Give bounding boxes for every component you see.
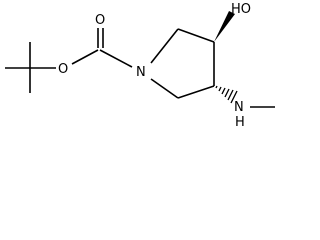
bond-ring-c5-n (150, 78, 179, 99)
atom-label-h-amine: H (235, 115, 245, 129)
atom-label-o-ester: O (58, 62, 68, 77)
wedge-bond-c3-oh (214, 11, 235, 42)
atom-label-n-amine: N (234, 100, 244, 115)
atom-label-ho: HO (231, 2, 251, 17)
atom-label-n-ring: N (136, 65, 146, 80)
bond-ring-c4-c5 (177, 85, 215, 99)
molecule-structure: HO N O O N H (5, 2, 275, 129)
atom-label-o-carbonyl: O (95, 13, 105, 28)
hashed-wedge-bond-c4-nh (215, 85, 238, 104)
bond-ring-c2-c3 (177, 28, 215, 43)
bond-carbonyl-n-ring (99, 49, 133, 68)
bond-o-ester-carbonyl (71, 49, 99, 65)
bond-ring-n-c2 (150, 28, 179, 64)
